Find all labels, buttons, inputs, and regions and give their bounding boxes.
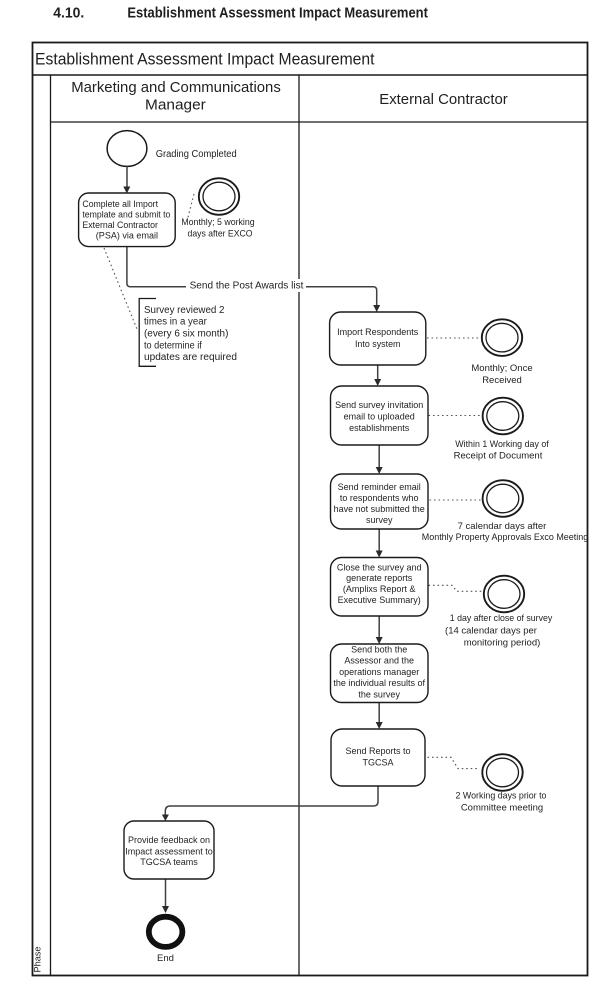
svg-text:Executive Summary): Executive Summary) <box>338 595 421 605</box>
svg-text:Complete all Import: Complete all Import <box>82 199 158 209</box>
svg-text:Received: Received <box>482 375 522 386</box>
svg-text:Monthly; Once: Monthly; Once <box>471 363 532 374</box>
svg-text:Close the survey and: Close the survey and <box>337 563 422 573</box>
svg-text:7 calendar days after: 7 calendar days after <box>458 521 547 532</box>
svg-text:Import Respondents: Import Respondents <box>337 327 419 337</box>
svg-text:Send the Post Awards list: Send the Post Awards list <box>190 281 304 292</box>
svg-text:generate reports: generate reports <box>346 573 413 583</box>
svg-text:Send Reports to: Send Reports to <box>345 746 410 756</box>
svg-text:Grading Completed: Grading Completed <box>156 149 237 160</box>
svg-text:Establishment Assessment Impac: Establishment Assessment Impact Measurem… <box>127 5 428 21</box>
svg-text:the survey: the survey <box>358 690 400 700</box>
svg-text:Send survey invitation: Send survey invitation <box>335 400 423 410</box>
svg-text:2 Working days prior to: 2 Working days prior to <box>456 791 547 802</box>
svg-text:Within 1 Working day of: Within 1 Working day of <box>455 439 549 450</box>
svg-text:Receipt of Document: Receipt of Document <box>454 451 543 462</box>
svg-text:to determine if: to determine if <box>144 340 202 351</box>
svg-text:TGCSA: TGCSA <box>362 758 393 768</box>
svg-text:times in a year: times in a year <box>144 317 208 328</box>
svg-text:template and submit to: template and submit to <box>82 210 170 220</box>
svg-text:(PSA) via email: (PSA) via email <box>96 231 158 241</box>
svg-text:End: End <box>157 953 174 964</box>
svg-text:Monthly Property Approvals Exc: Monthly Property Approvals Exco Meeting <box>422 532 589 543</box>
svg-text:Assessor and the: Assessor and the <box>344 656 414 666</box>
svg-text:establishments: establishments <box>349 423 410 433</box>
svg-text:(every 6 six month): (every 6 six month) <box>144 329 228 340</box>
svg-text:1 day after close of survey: 1 day after close of survey <box>450 613 553 624</box>
svg-text:External Contractor: External Contractor <box>82 220 158 230</box>
svg-text:TGCSA teams: TGCSA teams <box>140 857 198 867</box>
svg-text:Phase: Phase <box>33 947 44 973</box>
svg-text:have not submitted the: have not submitted the <box>334 504 425 514</box>
svg-text:monitoring period): monitoring period) <box>464 638 541 649</box>
svg-text:Send reminder email: Send reminder email <box>338 482 421 492</box>
svg-text:Manager: Manager <box>145 96 206 113</box>
svg-text:External Contractor: External Contractor <box>379 91 508 108</box>
svg-text:Send both the: Send both the <box>351 645 407 655</box>
svg-text:email to uploaded: email to uploaded <box>344 412 415 422</box>
svg-text:Establishment Assessment Impac: Establishment Assessment Impact Measurem… <box>35 50 375 68</box>
svg-text:updates are required: updates are required <box>144 352 237 363</box>
svg-text:4.10.: 4.10. <box>53 5 84 21</box>
svg-text:Impact assessment to: Impact assessment to <box>125 846 213 856</box>
svg-text:to respondents who: to respondents who <box>340 493 419 503</box>
svg-text:Survey reviewed 2: Survey reviewed 2 <box>144 305 225 316</box>
svg-text:(Amplixs Report &: (Amplixs Report & <box>343 584 416 594</box>
svg-text:survey: survey <box>366 515 393 525</box>
svg-text:Into system: Into system <box>355 339 401 349</box>
svg-text:Provide feedback on: Provide feedback on <box>128 835 210 845</box>
svg-text:Committee meeting: Committee meeting <box>461 803 543 814</box>
svg-text:(14 calendar days per: (14 calendar days per <box>445 626 537 637</box>
svg-text:the individual results of: the individual results of <box>333 678 425 688</box>
svg-text:Monthly; 5 working: Monthly; 5 working <box>181 217 254 228</box>
svg-text:operations manager: operations manager <box>339 667 419 677</box>
svg-text:Marketing and Communications: Marketing and Communications <box>71 79 281 96</box>
svg-text:days after EXCO: days after EXCO <box>188 229 253 240</box>
